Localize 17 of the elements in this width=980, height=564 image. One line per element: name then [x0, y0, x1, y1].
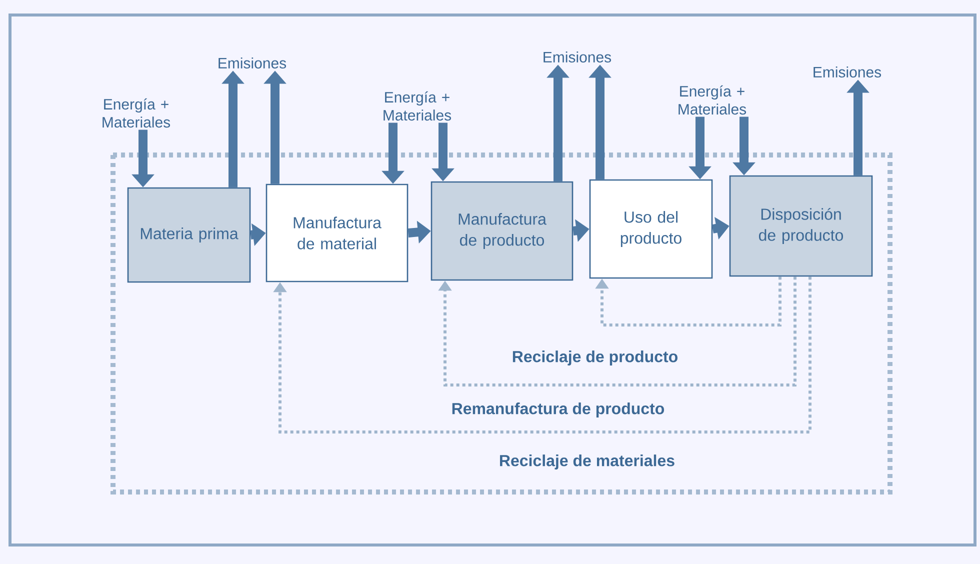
loop-arrow — [273, 276, 812, 434]
flow-label: Energía + Materiales — [678, 85, 746, 115]
flow-label: Energía + Materiales — [102, 98, 170, 128]
flow-label: Emisiones — [218, 58, 286, 68]
loop-arrow — [438, 276, 796, 386]
process-box: Manufactura de material — [266, 184, 408, 282]
process-box: Disposición de producto — [729, 175, 873, 277]
flow-label: Emisiones — [544, 52, 612, 62]
process-box: Uso del producto — [589, 179, 713, 279]
flow-label: Energía + Materiales — [384, 91, 452, 121]
loop-arrow — [595, 276, 782, 326]
process-box: Materia prima — [127, 187, 251, 283]
flow-label: Emisiones — [814, 66, 882, 78]
process-box: Manufactura de producto — [430, 181, 574, 281]
loop-label: Reciclaje de materiales — [496, 452, 678, 472]
edge-label: Reciclaje de producto — [510, 348, 680, 368]
edge-label: Remanufactura de producto — [449, 400, 667, 420]
